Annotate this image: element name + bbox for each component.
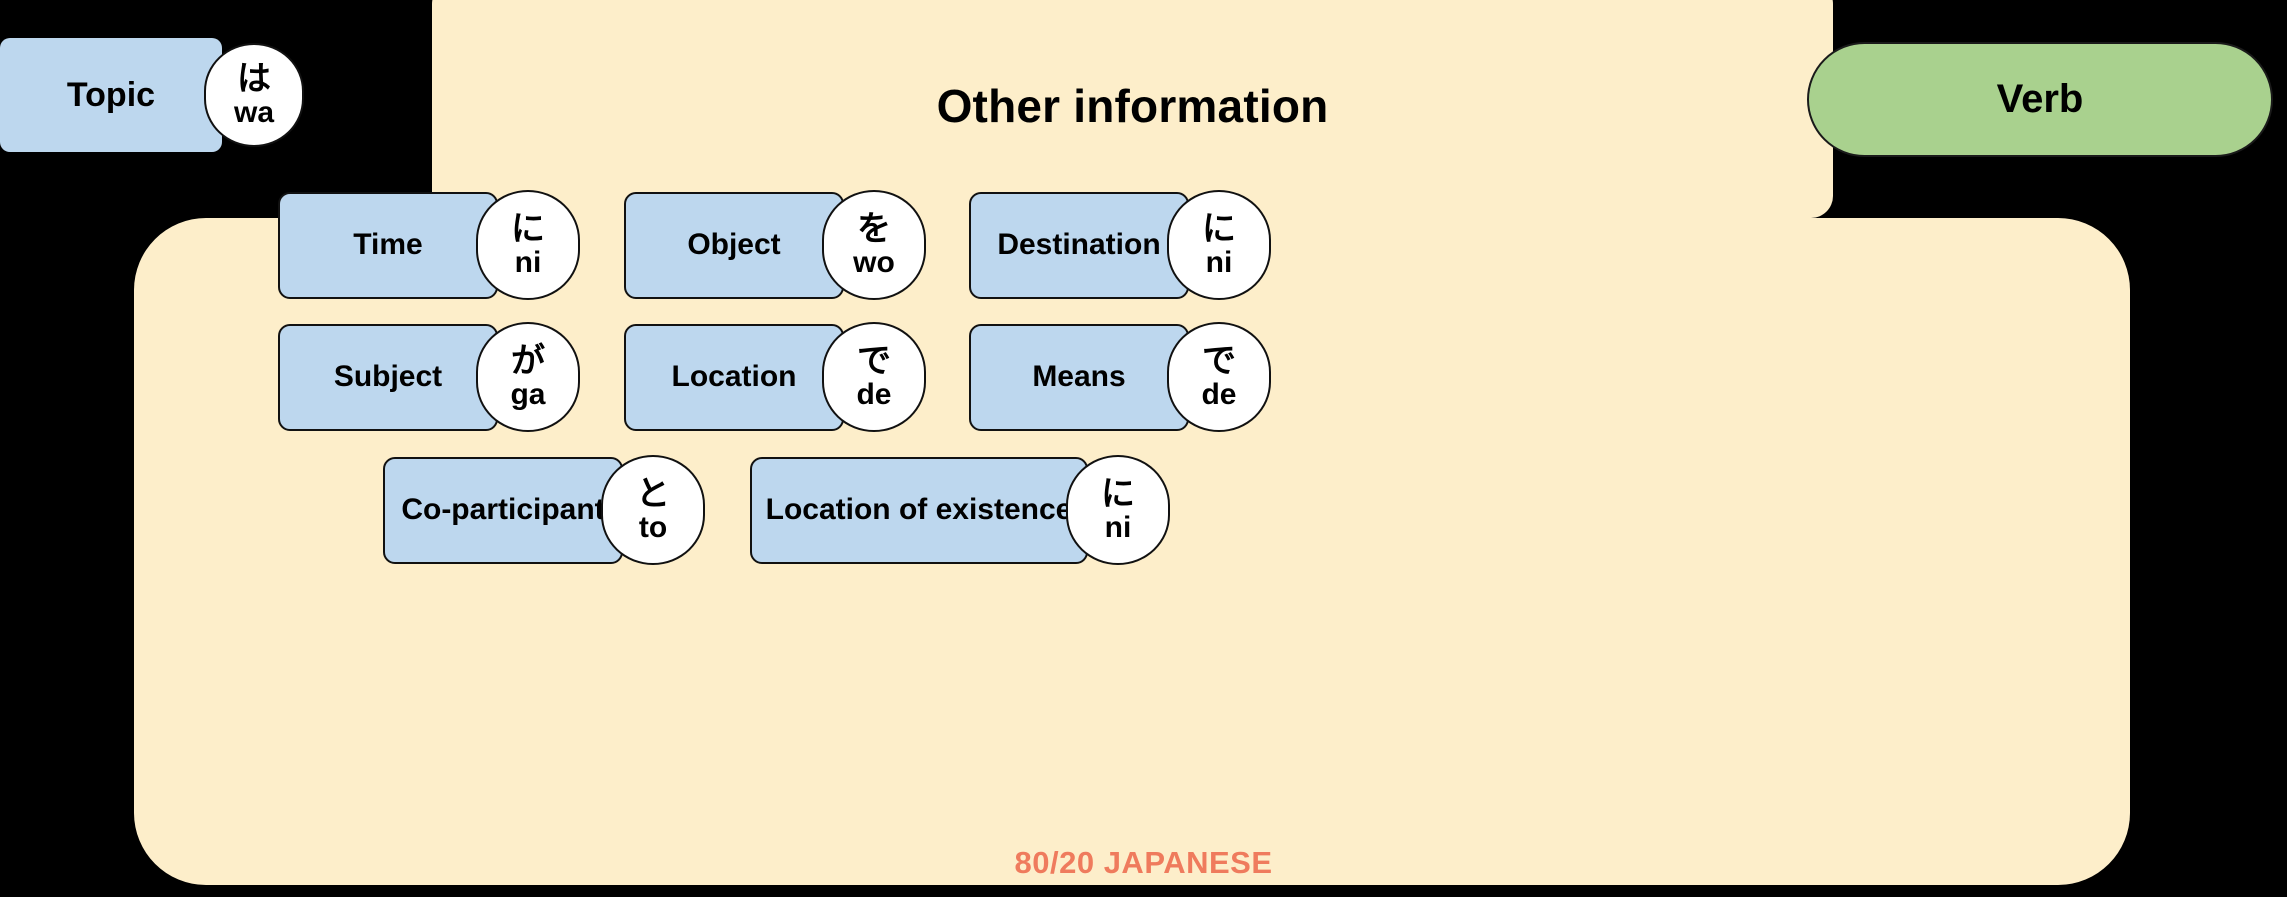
chip-subject-label: Subject [278,323,498,431]
particle-ga-kana: が [511,342,545,380]
particle-to: と to [601,455,705,565]
particle-wa-romaji: wa [233,96,275,129]
particle-de-romaji: de [856,378,892,411]
chip-location[interactable]: Location で de [624,322,926,432]
chip-destination-label: Destination [969,191,1189,299]
particle-ni-kana: に [511,210,545,248]
chip-destination[interactable]: Destination に ni [969,190,1271,300]
verb-pill[interactable]: Verb [1807,42,2273,157]
particle-wo: を wo [822,190,926,300]
particle-ni-romaji: ni [1205,246,1233,279]
chip-location-of-existence[interactable]: Location of existence に ni [750,455,1170,565]
chip-subject[interactable]: Subject が ga [278,322,580,432]
particle-ni-romaji: ni [514,246,542,279]
chip-time[interactable]: Time に ni [278,190,580,300]
particle-wo-kana: を [857,210,891,248]
particle-ni: に ni [476,190,580,300]
particle-to-romaji: to [638,511,668,544]
particle-de: で de [822,322,926,432]
chip-location-of-existence-label: Location of existence [750,456,1088,564]
particle-ni-kana: に [1101,475,1135,513]
particle-wo-romaji: wo [853,246,895,279]
chip-object[interactable]: Object を wo [624,190,926,300]
particle-de-romaji: de [1201,378,1237,411]
particle-de-kana: で [1202,342,1236,380]
particle-wa-kana: は [237,60,271,98]
chip-means[interactable]: Means で de [969,322,1271,432]
chip-location-label: Location [624,323,844,431]
particle-de-kana: で [857,342,891,380]
particle-wa: は wa [204,43,304,147]
chip-topic-label: Topic [0,38,222,152]
other-information-title: Other information [936,80,1329,132]
other-information-panel: Other information [432,0,1833,218]
particle-ga-romaji: ga [510,378,546,411]
particle-de: で de [1167,322,1271,432]
particle-ni-romaji: ni [1104,511,1132,544]
chip-time-label: Time [278,191,498,299]
chip-co-participant-label: Co-participant [383,456,623,564]
chip-co-participant[interactable]: Co-participant と to [383,455,705,565]
chip-means-label: Means [969,323,1189,431]
chip-topic[interactable]: Topic は wa [0,38,304,152]
particle-ga: が ga [476,322,580,432]
particle-ni-kana: に [1202,210,1236,248]
particle-ni: に ni [1167,190,1271,300]
particle-to-kana: と [636,475,670,513]
chip-object-label: Object [624,191,844,299]
particle-ni: に ni [1066,455,1170,565]
watermark-8020-japanese: 80/20 JAPANESE [1014,845,1273,880]
